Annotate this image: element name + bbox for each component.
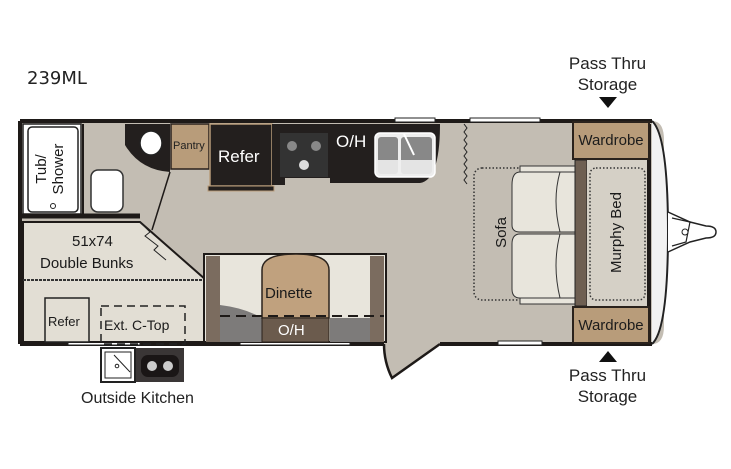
wardrobe-bottom-label: Wardrobe [578,316,644,334]
pass-thru-storage-bottom: Pass Thru Storage [555,351,660,407]
outside-kitchen-label: Outside Kitchen [81,390,194,407]
tub-shower-line1: Tub/ [33,154,50,184]
dinette-label: Dinette [265,285,313,302]
dinette-overhead-label: O/H [278,322,305,339]
double-bunks-label: Double Bunks [40,255,134,272]
tub-shower-line2: Shower [50,143,67,195]
wardrobe-bottom: Wardrobe [572,306,650,344]
refer-label: Refer [218,147,260,166]
pantry-label: Pantry [173,140,205,152]
arrow-down-icon [598,97,617,108]
arrow-up-icon [598,351,617,362]
pass-thru-label-line1: Pass Thru [568,366,647,385]
pass-thru-label-line1: Pass Thru [568,54,647,73]
pass-thru-storage-top: Pass Thru Storage [555,53,660,108]
sofa-label: Sofa [492,217,510,248]
wardrobe-top: Wardrobe [572,121,650,160]
murphy-bed-label: Murphy Bed [607,192,625,273]
ext-ctop-label: Ext. C-Top [104,317,170,333]
bunk-size-label: 51x74 [72,233,113,250]
wardrobe-top-label: Wardrobe [578,132,644,149]
kitchen-overhead-label: O/H [336,132,367,151]
pass-thru-label-line2: Storage [577,75,638,94]
bunk-refer-label: Refer [48,314,80,329]
model-number: 239ML [27,68,87,89]
tub-shower: Tub/ Shower [33,135,75,203]
pass-thru-label-line2: Storage [577,387,638,406]
